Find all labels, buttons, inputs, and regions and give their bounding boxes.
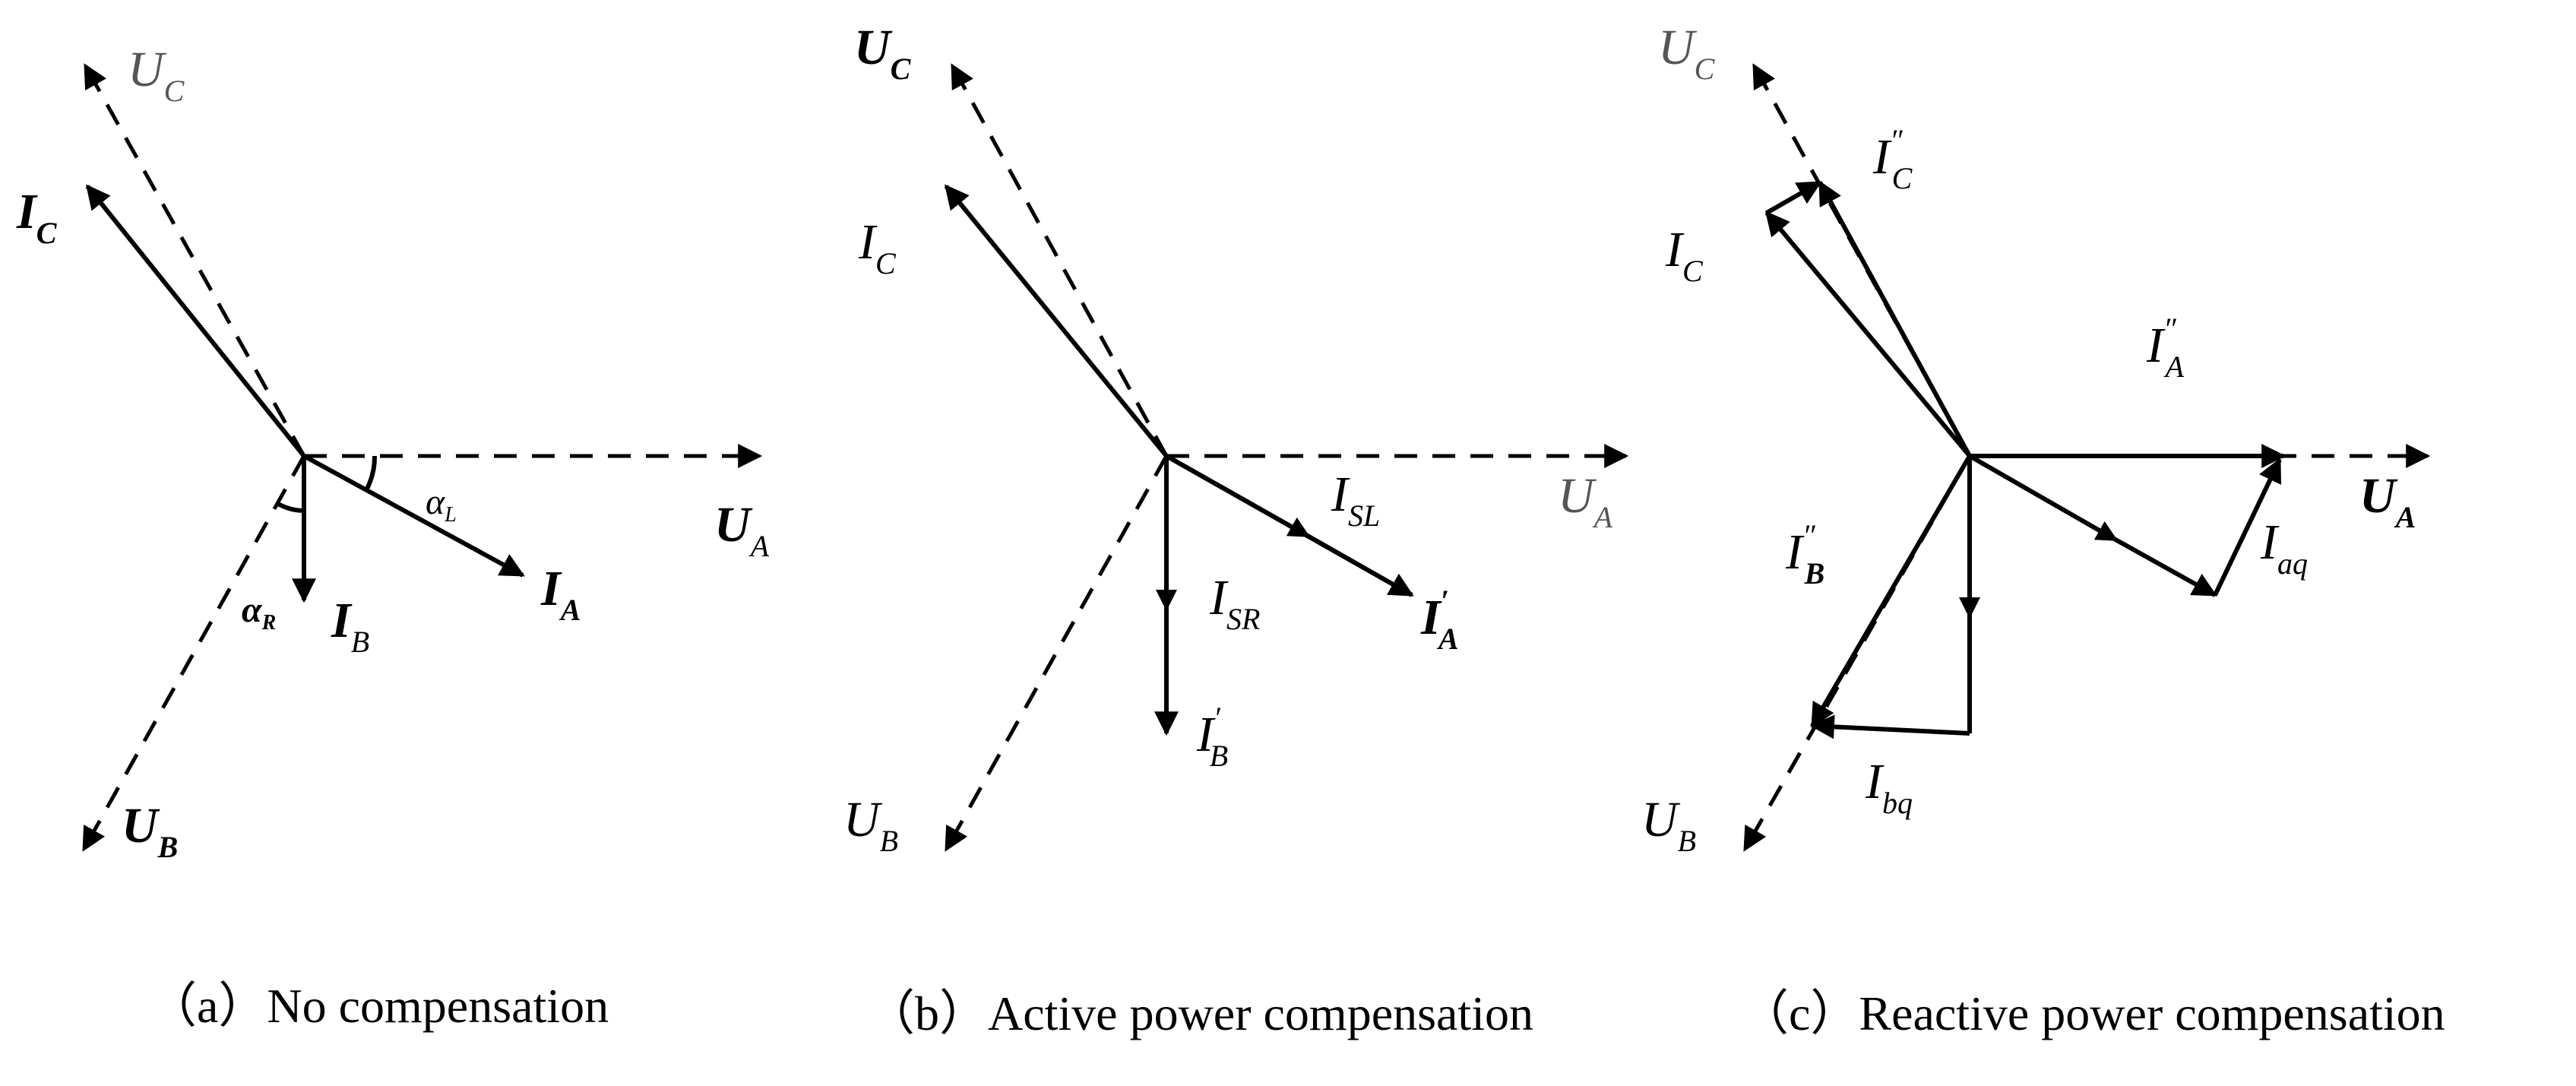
icq-link-c bbox=[1765, 180, 1822, 215]
ic-double-prime-phasor-c bbox=[1818, 180, 1972, 458]
alpha-l-arc bbox=[364, 455, 378, 492]
ic-phasor-a bbox=[85, 184, 306, 458]
ia-prime-label-b: I′A bbox=[1420, 584, 1459, 656]
uc-label-a: UC bbox=[128, 42, 185, 108]
caption-b: （b）Active power compensation bbox=[866, 986, 1533, 1040]
ub-label-c: UB bbox=[1641, 792, 1696, 858]
ib-double-prime-phasor-c bbox=[1810, 454, 1972, 728]
ib-double-prime-label-c: I″B bbox=[1785, 518, 1824, 590]
ic-label-b: IC bbox=[858, 214, 897, 280]
ic-phasor-c bbox=[1764, 211, 1972, 458]
ic-label-c: IC bbox=[1665, 222, 1704, 288]
ub-label-a: UB bbox=[122, 798, 178, 864]
panel-c: UC I″C IC I″A UA I″B Iaq Ibq UB （c）React… bbox=[1641, 20, 2445, 1040]
ib-label-a: IB bbox=[331, 593, 369, 659]
panel-b: UC IC ISL UA ISR I′A I′B UB （b）Active po… bbox=[843, 20, 1629, 1040]
alpha-l-label: αL bbox=[426, 482, 457, 527]
ia-phasor-a bbox=[302, 454, 525, 578]
uc-phasor-b bbox=[950, 63, 1169, 458]
uc-label-c: UC bbox=[1658, 20, 1716, 86]
panel-a: UC IC αL UA IA αR IB UB （a）No compensati… bbox=[16, 42, 770, 1033]
ua-label-a: UA bbox=[714, 497, 770, 563]
iaq-label-c: Iaq bbox=[2260, 515, 2308, 581]
ic-double-prime-label-c: I″C bbox=[1872, 123, 1913, 195]
ia-label-a: IA bbox=[540, 561, 581, 627]
ub-phasor-b bbox=[944, 454, 1169, 852]
ibq-label-c: Ibq bbox=[1865, 754, 1913, 820]
ic-phasor-b bbox=[944, 184, 1169, 458]
caption-c: （c）Reactive power compensation bbox=[1740, 986, 2445, 1040]
isl-label-b: ISL bbox=[1331, 467, 1380, 533]
ia-phasor-c bbox=[1968, 454, 2217, 597]
ia-double-prime-label-c: I″A bbox=[2146, 312, 2185, 384]
isr-label-b: ISR bbox=[1209, 570, 1260, 636]
alpha-r-arc bbox=[277, 502, 305, 513]
ic-label-a: IC bbox=[16, 184, 58, 250]
ua-label-b: UA bbox=[1558, 468, 1613, 534]
isl-phasor-b bbox=[1165, 454, 1413, 597]
uc-label-b: UC bbox=[854, 20, 912, 86]
ibq-phasor-c bbox=[1809, 714, 1970, 739]
iaq-phasor-c bbox=[2213, 458, 2282, 597]
ua-label-c: UA bbox=[2359, 468, 2416, 534]
caption-a: （a）No compensation bbox=[148, 979, 609, 1033]
uc-phasor-a bbox=[83, 63, 306, 458]
ub-phasor-a bbox=[81, 454, 306, 852]
alpha-r-label: αR bbox=[242, 590, 276, 635]
ub-label-b: UB bbox=[843, 792, 898, 858]
ib-prime-label-b: I′B bbox=[1196, 701, 1228, 773]
